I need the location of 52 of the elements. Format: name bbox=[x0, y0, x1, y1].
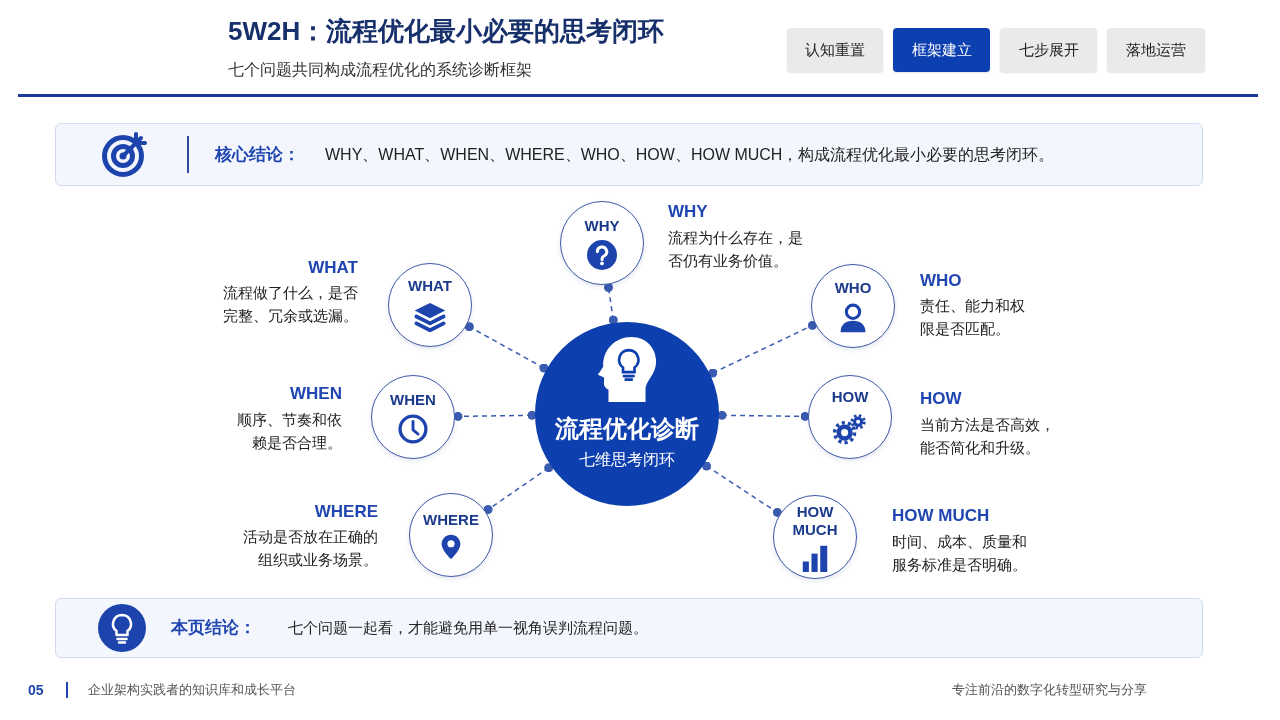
summary-label: 本页结论： bbox=[171, 617, 256, 639]
conclusion-text: WHY、WHAT、WHEN、WHERE、WHO、HOW、HOW MUCH，构成流程优化最小必要的思考闭环。 bbox=[325, 144, 1055, 165]
dimension-heading: WHERE bbox=[314, 501, 378, 523]
dimension-circle bbox=[560, 201, 644, 285]
dimension-heading: WHEN bbox=[290, 383, 342, 405]
dimension-description: 时间、成本、质量和服务标准是否明确。 bbox=[892, 533, 1028, 575]
page-subtitle: 七个问题共同构成流程优化的系统诊断框架 bbox=[228, 60, 532, 80]
dimension-heading: WHY bbox=[668, 201, 708, 223]
dimension-label: WHERE bbox=[423, 510, 479, 529]
dashed-connector bbox=[464, 322, 549, 373]
summary-text: 七个问题一起看，才能避免用单一视角误判流程问题。 bbox=[288, 618, 648, 638]
footer-tagline: 企业架构实践者的知识库和成长平台 bbox=[88, 681, 296, 699]
dimension-heading: HOW MUCH bbox=[892, 505, 990, 527]
dimension-circle bbox=[773, 495, 857, 579]
dashed-connector bbox=[708, 320, 817, 378]
dashed-connector bbox=[604, 283, 618, 325]
dimension-circle bbox=[808, 375, 892, 459]
dimension-heading: WHAT bbox=[308, 257, 358, 279]
nav-tab: 七步展开 bbox=[1000, 28, 1097, 72]
dimension-label: WHY bbox=[584, 216, 620, 235]
dimension-description: 顺序、节奏和依赖是否合理。 bbox=[236, 411, 342, 453]
dimension-label: HOW MUCH bbox=[791, 502, 839, 539]
dashed-connector bbox=[453, 410, 537, 421]
hub-subtitle: 七维思考闭环 bbox=[578, 450, 676, 470]
dimension-circle bbox=[811, 264, 895, 348]
dashed-connector bbox=[483, 463, 554, 514]
dimension-label: HOW bbox=[831, 387, 869, 406]
dimension-heading: HOW bbox=[920, 388, 962, 410]
dimension-label: WHAT bbox=[408, 276, 452, 295]
dimension-description: 责任、能力和权限是否匹配。 bbox=[920, 297, 1026, 339]
dashed-connector bbox=[702, 461, 782, 517]
hub-title: 流程优化诊断 bbox=[554, 414, 700, 444]
dimension-description: 当前方法是否高效，能否简化和升级。 bbox=[920, 416, 1056, 458]
dimension-heading: WHO bbox=[920, 270, 962, 292]
dimension-description: 流程做了什么，是否完整、冗余或选漏。 bbox=[222, 284, 358, 326]
footer-slogan: 专注前沿的数字化转型研究与分享 bbox=[952, 681, 1147, 699]
dimension-description: 流程为什么存在，是否仍有业务价值。 bbox=[668, 229, 804, 271]
page-title: 5W2H：流程优化最小必要的思考闭环 bbox=[228, 15, 665, 47]
dimension-label: WHEN bbox=[390, 390, 436, 409]
nav-tab: 落地运营 bbox=[1107, 28, 1205, 72]
dimension-description: 活动是否放在正确的组织或业务场景。 bbox=[242, 528, 378, 570]
dashed-connector bbox=[717, 410, 810, 421]
conclusion-banner bbox=[55, 123, 1203, 186]
dimension-circle bbox=[371, 375, 455, 459]
nav-tab: 认知重置 bbox=[787, 28, 883, 72]
active-nav-tab: 框架建立 bbox=[893, 28, 990, 72]
summary-banner bbox=[55, 598, 1203, 658]
dimension-circle bbox=[388, 263, 472, 347]
dimension-circle bbox=[409, 493, 493, 577]
page-number: 05 bbox=[28, 681, 44, 700]
conclusion-label: 核心结论： bbox=[215, 143, 300, 166]
dimension-label: WHO bbox=[834, 278, 872, 297]
